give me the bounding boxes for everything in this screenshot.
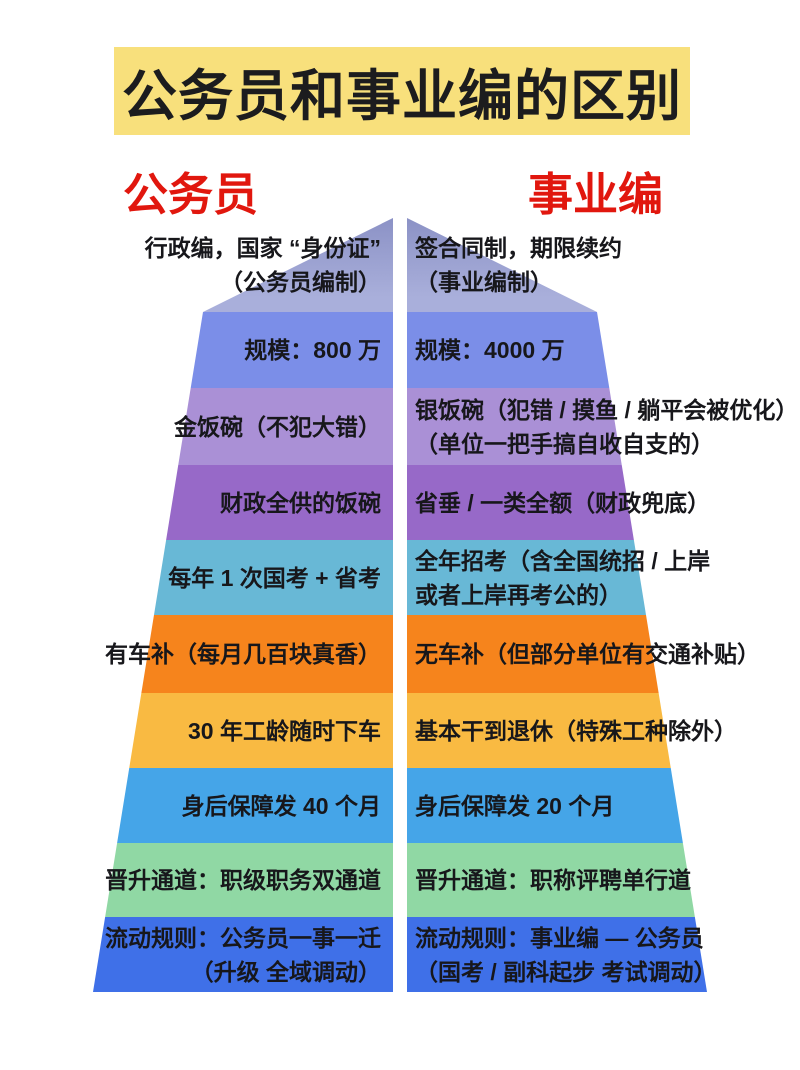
row-3-right-line-2: （单位一把手搞自收自支的） <box>415 430 714 457</box>
row-9-left-line-1: 晋升通道：职级职务双通道 <box>105 867 381 893</box>
row-4-left-label: 财政全供的饭碗 <box>0 465 393 540</box>
row-1-right-line-1: 签合同制，期限续约 <box>415 235 622 261</box>
row-6-left-label: 有车补（每月几百块真香） <box>0 615 393 693</box>
row-10-left-label: 流动规则：公务员一事一迁 （升级 全域调动） <box>0 917 393 992</box>
row-4-right-line-1: 省垂 / 一类全额（财政兜底） <box>415 489 711 516</box>
comparison-funnel: 行政编，国家 “身份证” （公务员编制） 规模：800 万 金饭碗（不犯大错） … <box>0 218 800 992</box>
row-7-left-line-1: 30 年工龄随时下车 <box>188 717 381 744</box>
band-right-10 <box>407 917 707 992</box>
row-10-left-line-2: （升级 全域调动） <box>190 958 381 985</box>
row-5-left-line-1: 每年 1 次国考 + 省考 <box>168 564 381 591</box>
row-1-right-line-2: （事业编制） <box>415 269 553 295</box>
right-column-labels: 签合同制，期限续约 （事业编制） 规模：4000 万 银饭碗（犯错 / 摸鱼 /… <box>407 218 800 992</box>
row-8-right-line-1: 身后保障发 20 个月 <box>415 792 615 819</box>
row-2-left-label: 规模：800 万 <box>0 312 393 388</box>
band-right-7 <box>407 693 707 768</box>
row-9-right-label: 晋升通道：职称评聘单行道 <box>407 843 800 917</box>
page-title: 公务员和事业编的区别 <box>121 65 682 127</box>
band-left-7 <box>93 693 393 768</box>
row-6-right-line-1: 无车补（但部分单位有交通补贴） <box>415 641 760 667</box>
left-column-labels: 行政编，国家 “身份证” （公务员编制） 规模：800 万 金饭碗（不犯大错） … <box>0 218 393 992</box>
right-column-header: 事业编 <box>528 169 664 220</box>
row-3-left-label: 金饭碗（不犯大错） <box>0 388 393 465</box>
band-right-9 <box>407 843 707 917</box>
band-left-10 <box>93 917 393 992</box>
row-10-left-line-1: 流动规则：公务员一事一迁 <box>105 924 381 951</box>
row-5-right-line-1: 全年招考（含全国统招 / 上岸 <box>415 547 711 574</box>
row-6-right-label: 无车补（但部分单位有交通补贴） <box>407 615 800 693</box>
row-3-right-label: 银饭碗（犯错 / 摸鱼 / 躺平会被优化） （单位一把手搞自收自支的） <box>407 388 800 465</box>
row-2-right-line-1: 规模：4000 万 <box>415 337 565 363</box>
row-5-right-line-2: 或者上岸再考公的） <box>415 581 622 608</box>
row-1-left-line-1: 行政编，国家 “身份证” <box>144 235 381 261</box>
row-8-left-label: 身后保障发 40 个月 <box>0 768 393 843</box>
row-3-right-line-1: 银饭碗（犯错 / 摸鱼 / 躺平会被优化） <box>415 396 799 423</box>
row-8-left-line-1: 身后保障发 40 个月 <box>181 792 381 819</box>
row-10-right-line-1: 流动规则：事业编 — 公务员 <box>415 924 704 951</box>
row-7-right-label: 基本干到退休（特殊工种除外） <box>407 693 800 768</box>
row-1-left-label: 行政编，国家 “身份证” （公务员编制） <box>0 218 393 312</box>
row-1-left-line-2: （公务员编制） <box>220 269 381 295</box>
row-7-left-label: 30 年工龄随时下车 <box>0 693 393 768</box>
row-10-right-label: 流动规则：事业编 — 公务员 （国考 / 副科起步 考试调动） <box>407 917 800 992</box>
row-8-right-label: 身后保障发 20 个月 <box>407 768 800 843</box>
row-9-left-label: 晋升通道：职级职务双通道 <box>0 843 393 917</box>
left-column-header: 公务员 <box>123 169 259 220</box>
row-9-right-line-1: 晋升通道：职称评聘单行道 <box>415 867 691 893</box>
title-banner: 公务员和事业编的区别 <box>114 47 690 135</box>
band-right-8 <box>407 768 707 843</box>
row-10-right-line-2: （国考 / 副科起步 考试调动） <box>415 958 717 985</box>
band-left-8 <box>93 768 393 843</box>
row-4-right-label: 省垂 / 一类全额（财政兜底） <box>407 465 800 540</box>
row-2-right-label: 规模：4000 万 <box>407 312 800 388</box>
band-left-9 <box>93 843 393 917</box>
row-5-left-label: 每年 1 次国考 + 省考 <box>0 540 393 615</box>
row-2-left-line-1: 规模：800 万 <box>244 337 381 363</box>
row-1-right-label: 签合同制，期限续约 （事业编制） <box>407 218 800 312</box>
row-4-left-line-1: 财政全供的饭碗 <box>220 489 381 516</box>
row-6-left-line-1: 有车补（每月几百块真香） <box>105 641 381 667</box>
row-5-right-label: 全年招考（含全国统招 / 上岸 或者上岸再考公的） <box>407 540 800 615</box>
row-7-right-line-1: 基本干到退休（特殊工种除外） <box>415 717 737 744</box>
row-3-left-line-1: 金饭碗（不犯大错） <box>174 413 381 440</box>
